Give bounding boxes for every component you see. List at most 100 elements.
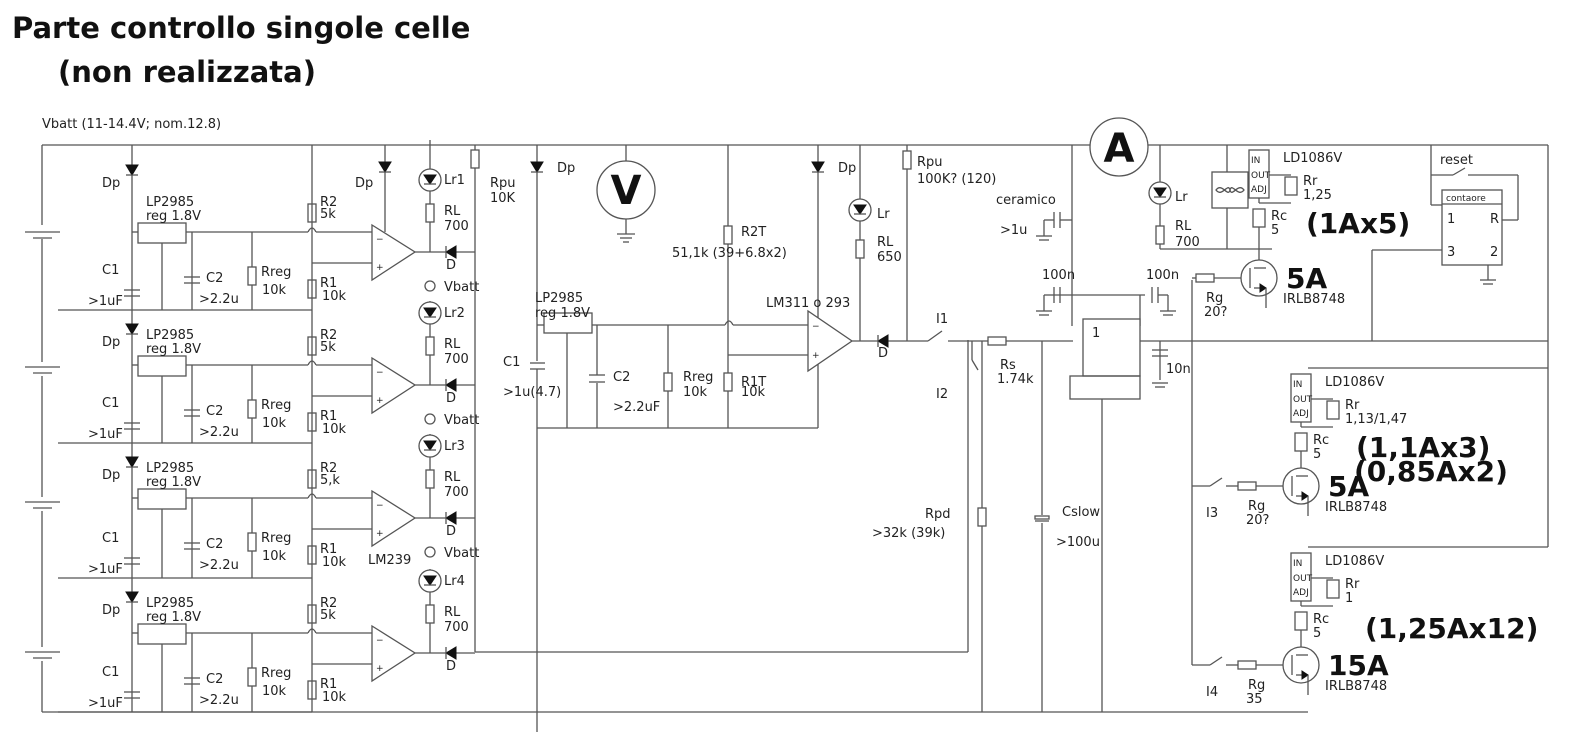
r2-value: 5k [320, 340, 336, 355]
reg-name: LP2985 [146, 195, 194, 210]
c2-label: C2 [206, 404, 223, 419]
r2-value: 5k [320, 608, 336, 623]
central-reference: −+ [530, 145, 928, 732]
vbatt-label: Vbatt [444, 546, 479, 561]
rc-label: Rc [1313, 612, 1329, 627]
diode-icon [445, 245, 457, 259]
comparator-bus [311, 145, 969, 712]
switch-label[interactable]: I4 [1206, 685, 1218, 700]
diode-icon [445, 511, 457, 525]
rr-label: Rr [1345, 577, 1360, 592]
rreg-label: Rreg [261, 398, 291, 413]
dp-diode-icon [378, 161, 392, 173]
dp-label: Dp [102, 468, 120, 483]
central-rreg: Rreg [683, 370, 713, 385]
mosfet-icon [1240, 259, 1278, 297]
switch-label[interactable]: I3 [1206, 506, 1218, 521]
fet-current: 5A [1286, 262, 1327, 295]
current-note: (1,1Ax3) [1356, 431, 1490, 464]
central-c1: C1 [503, 355, 520, 370]
diode-icon [445, 378, 457, 392]
rreg-label: Rreg [261, 265, 291, 280]
rreg-resistor [247, 266, 257, 286]
dp-diode-icon [125, 323, 139, 335]
rr-resistor [1326, 579, 1340, 599]
lm311-label: LM311 o 293 [766, 296, 850, 311]
c1-value: >1uF [88, 427, 123, 442]
central-c1-value: >1u(4.7) [503, 385, 561, 400]
switch-i1[interactable]: I1 [936, 312, 948, 327]
rl-resistor [425, 469, 435, 489]
reset-switch-label[interactable]: reset [1440, 153, 1473, 168]
rl-resistor [425, 604, 435, 624]
counter-pinR: R [1490, 212, 1499, 227]
r2t-label: R2T [741, 225, 766, 240]
regulator [137, 623, 187, 645]
regulator-label: LD1086V [1283, 151, 1342, 166]
load-rl-value: 700 [1175, 235, 1200, 250]
svg-text:−: − [812, 322, 820, 332]
rreg-value: 10k [262, 549, 287, 564]
svg-text:−: − [376, 636, 384, 646]
rpu1-name: Rpu [490, 176, 516, 191]
rg-label: Rg [1248, 499, 1265, 514]
r1-label: R1 [320, 542, 337, 557]
regulator [137, 222, 187, 244]
timer-section [927, 145, 1548, 712]
rc-label: Rc [1313, 433, 1329, 448]
led-label: Lr1 [444, 173, 465, 188]
pin-out: OUT [1251, 171, 1271, 181]
c2-value: >2.2u [199, 693, 239, 708]
rpu-resistor [470, 149, 480, 169]
vbatt-label: Vbatt [444, 413, 479, 428]
mosfet-label: IRLB8748 [1325, 679, 1387, 694]
timer-ic-pin1: 1 [1092, 326, 1100, 341]
central-led-label: Lr [877, 207, 890, 222]
svg-text:+: + [376, 664, 384, 674]
comparator [371, 489, 417, 548]
rg-resistor [1237, 660, 1257, 670]
r1-label: R1 [320, 677, 337, 692]
pin-in: IN [1251, 156, 1260, 166]
rreg-resistor [247, 399, 257, 419]
mosfet-icon [1282, 646, 1320, 684]
rg-resistor [1237, 481, 1257, 491]
rr-resistor [1326, 400, 1340, 420]
switch-i2[interactable]: I2 [936, 387, 948, 402]
rl-value: 700 [444, 485, 469, 500]
pin-in: IN [1293, 559, 1302, 569]
svg-text:+: + [376, 396, 384, 406]
c1-label: C1 [102, 396, 119, 411]
rg-label: Rg [1248, 678, 1265, 693]
current-note: (1Ax5) [1306, 207, 1410, 240]
supply-label: Vbatt (11-14.4V; nom.12.8) [42, 117, 221, 132]
svg-text:+: + [376, 529, 384, 539]
diode-label: D [446, 391, 456, 406]
reg-name: LP2985 [146, 461, 194, 476]
central-rl: RL [877, 235, 894, 250]
pin-adj: ADJ [1251, 185, 1267, 195]
rs-value: 1.74k [997, 372, 1034, 387]
counter-pin3: 3 [1447, 245, 1455, 260]
rg-value: 20? [1204, 305, 1227, 320]
c2-value: >2.2u [199, 425, 239, 440]
cslow-value: >100u [1056, 535, 1100, 550]
rr-label: Rr [1345, 398, 1360, 413]
pin-adj: ADJ [1293, 588, 1309, 598]
load-stages: INOUTADJLD1086VRr1,25Rc5IRLB87485ARg20?(… [1192, 149, 1538, 707]
r2-label: R2 [320, 195, 337, 210]
c1-value: >1uF [88, 696, 123, 711]
cap-100n-b: 100n [1146, 268, 1179, 283]
rc-value: 5 [1271, 223, 1279, 238]
comparator [371, 624, 417, 683]
central-diode: D [878, 346, 888, 361]
rreg-value: 10k [262, 283, 287, 298]
rreg-value: 10k [262, 416, 287, 431]
counter-pin1: 1 [1447, 212, 1455, 227]
load-stage-1: INOUTADJLD1086VRr1,25Rc5IRLB87485ARg20?(… [1192, 149, 1410, 320]
top-dp-label: Dp [355, 176, 373, 191]
vbatt-label: Vbatt [444, 280, 479, 295]
